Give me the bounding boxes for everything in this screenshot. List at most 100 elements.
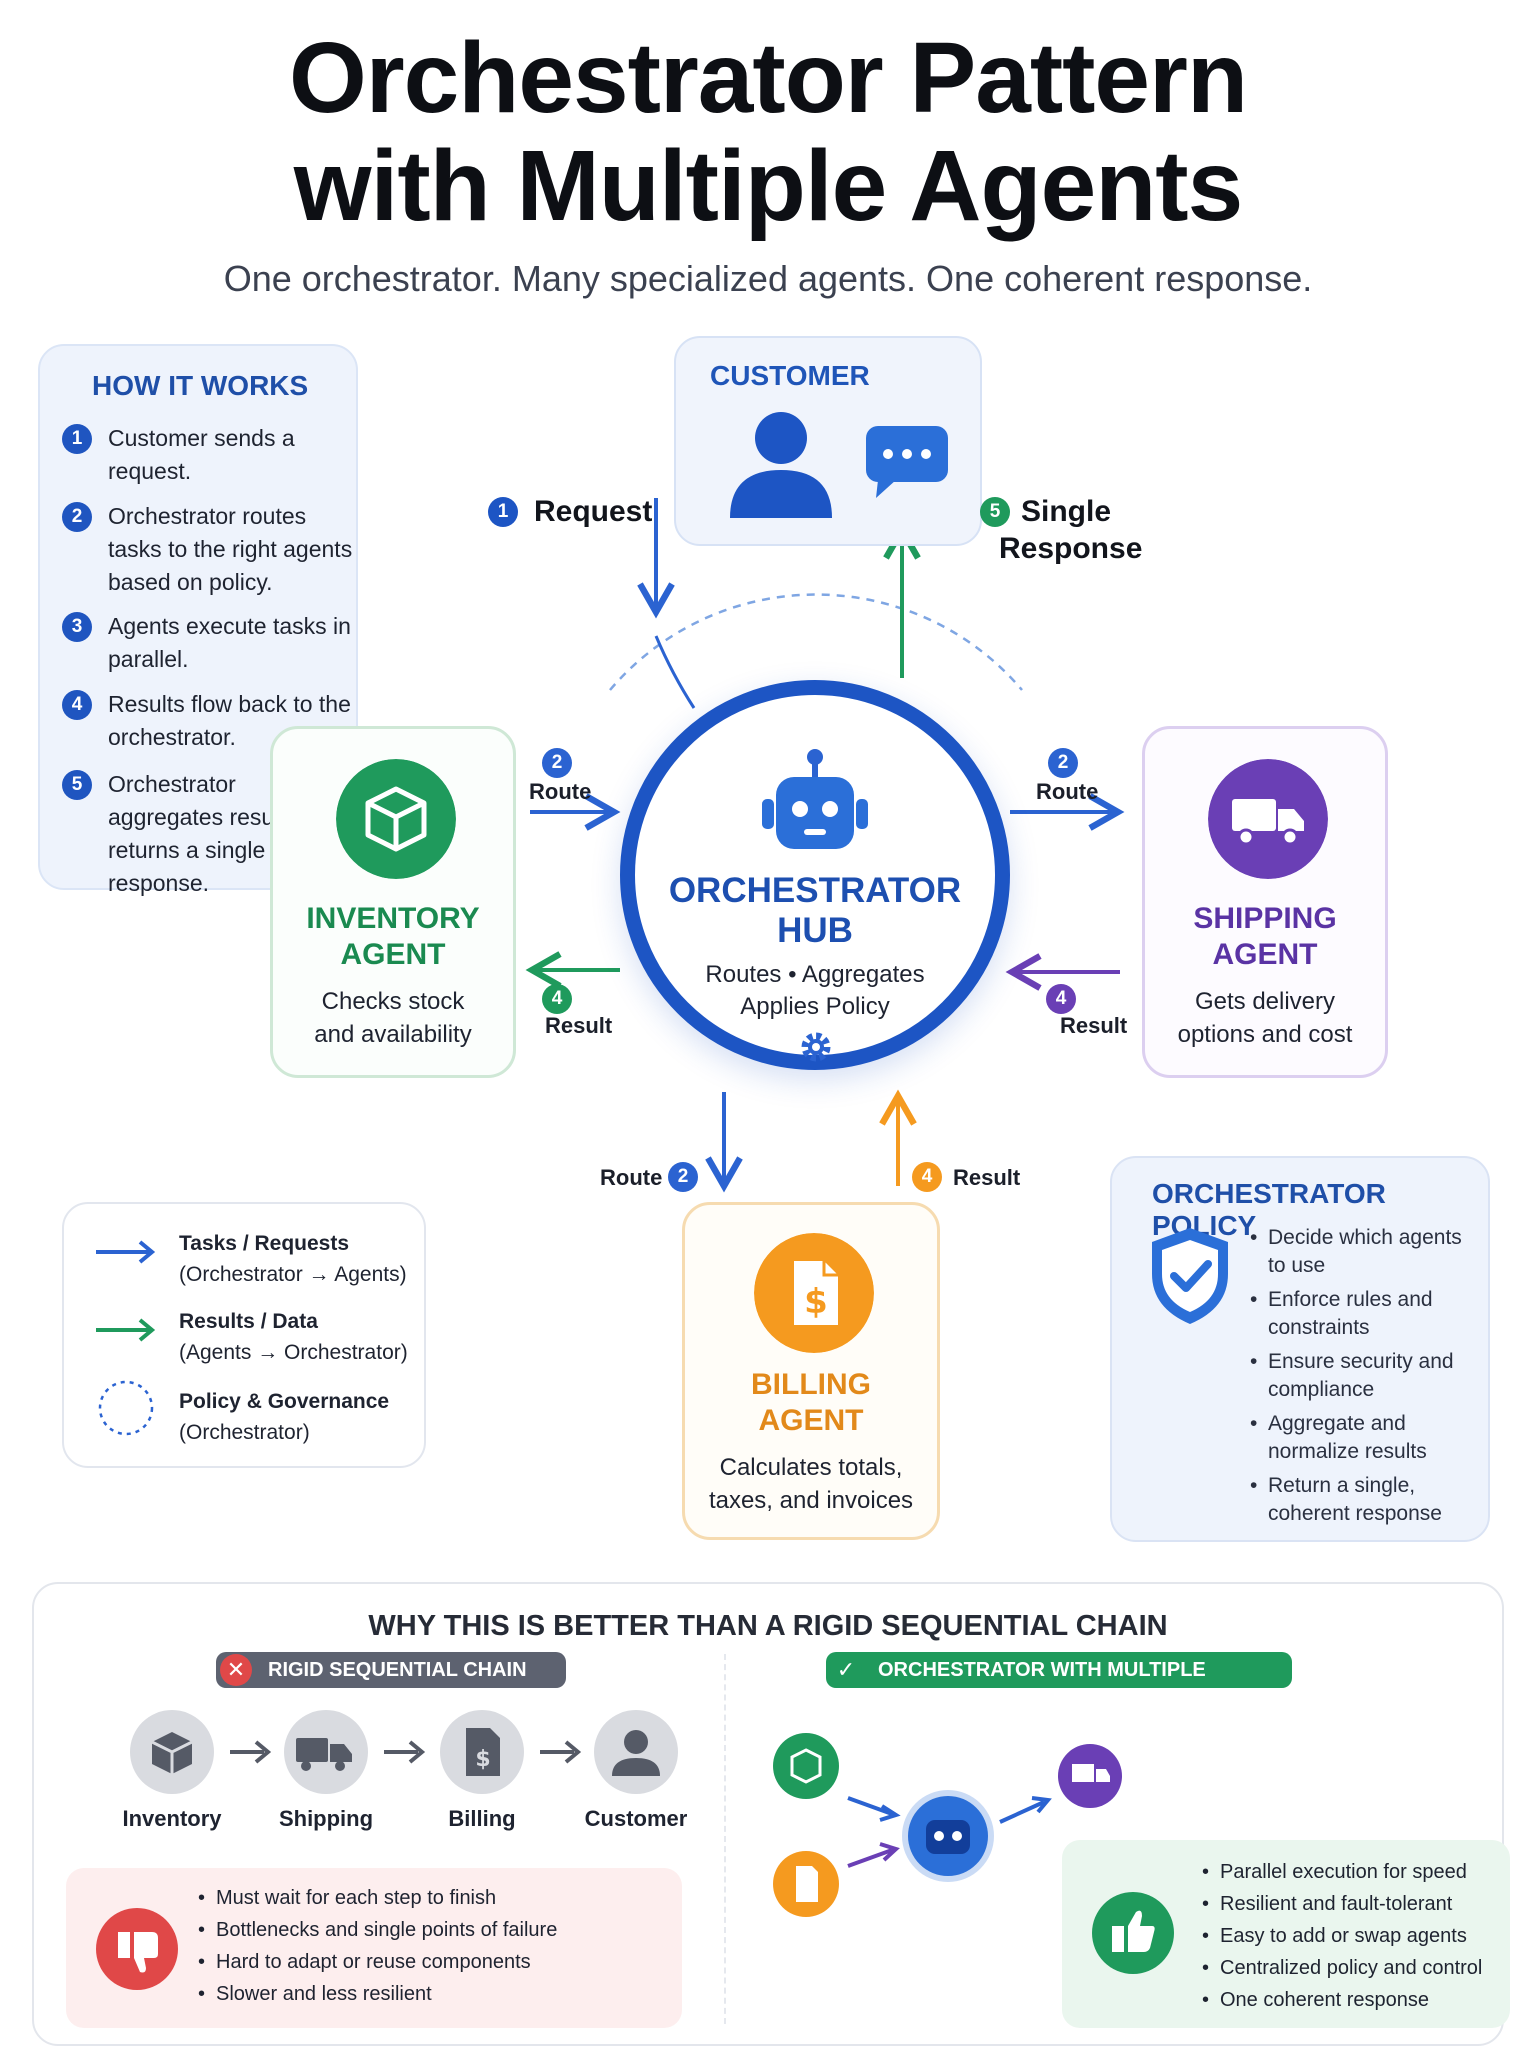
truck-icon	[1208, 759, 1328, 879]
orchestrated-pro-item: Centralized policy and control	[1202, 1952, 1482, 1984]
inventory-agent-desc-line-1: Checks stock	[321, 988, 465, 1015]
rigid-chain-pill: ✕ RIGID SEQUENTIAL CHAIN	[216, 1652, 566, 1688]
thumbs-up-icon	[1092, 1892, 1174, 1974]
request-label: Request	[534, 495, 653, 528]
route-label-inventory: Route	[529, 779, 592, 804]
rigid-cons-list: Must wait for each step to finish Bottle…	[198, 1882, 557, 2010]
orchestrated-diagram	[773, 1733, 1122, 1917]
route-label-shipping: Route	[1036, 779, 1099, 804]
billing-agent-desc-line-2: taxes, and invoices	[708, 1487, 914, 1514]
result-badge-billing: 4	[912, 1162, 942, 1192]
step-text: Results flow back to the orchestrator.	[108, 691, 351, 750]
legend-item-sub: (Agents → Orchestrator)	[179, 1341, 408, 1364]
page-subtitle: One orchestrator. Many specialized agent…	[223, 258, 1313, 299]
customer-card: CUSTOMER	[674, 336, 982, 546]
rigid-inventory-icon	[130, 1710, 214, 1794]
shipping-agent-desc-line-1: Gets delivery	[1194, 988, 1336, 1015]
orchestrated-pill: ✓ ORCHESTRATOR WITH MULTIPLE AGENTS	[826, 1652, 1292, 1717]
orchestrated-pro-item: One coherent response	[1202, 1984, 1482, 2016]
request-curve	[654, 635, 696, 709]
rigid-arrow-icon	[384, 1740, 426, 1764]
box-icon	[336, 759, 456, 879]
robot-icon	[762, 749, 868, 849]
rigid-arrow-icon	[230, 1740, 272, 1764]
customer-title: CUSTOMER	[710, 360, 870, 391]
hub-title: ORCHESTRATOR HUB	[635, 871, 995, 951]
orchestrated-pros-panel: Parallel execution for speed Resilient a…	[1062, 1840, 1510, 2028]
rigid-step-label: Shipping	[278, 1806, 374, 1831]
policy-item: Enforce rules and constraints	[1250, 1286, 1478, 1342]
shipping-agent-name-line-1: SHIPPING	[1193, 902, 1337, 935]
orchestrated-pro-item: Parallel execution for speed	[1202, 1856, 1482, 1888]
policy-item: Ensure security and compliance	[1250, 1348, 1478, 1404]
route-badge-shipping: 2	[1048, 748, 1078, 778]
billing-agent-name-line-1: BILLING	[751, 1368, 871, 1401]
rigid-step-label: Customer	[584, 1806, 688, 1831]
rigid-step-label: Billing	[448, 1806, 516, 1831]
mini-inventory-icon	[773, 1733, 839, 1799]
policy-dashed-arc	[609, 593, 1023, 691]
rigid-con-item: Must wait for each step to finish	[198, 1882, 557, 1914]
legend-blue-arrow-icon	[96, 1240, 156, 1264]
step-text: Agents execute tasks in parallel.	[108, 613, 351, 672]
shipping-agent-card: SHIPPING AGENT Gets delivery options and…	[1142, 726, 1388, 1078]
legend-item-results: Results / Data (Agents → Orchestrator)	[179, 1306, 408, 1368]
response-label-line-1: Single	[1021, 495, 1112, 528]
orchestrated-pro-item: Easy to add or swap agents	[1202, 1920, 1482, 1952]
policy-item: Decide which agents to use	[1250, 1224, 1478, 1280]
shipping-agent-desc-line-2: options and cost	[1177, 1021, 1353, 1048]
policy-title: ORCHESTRATOR POLICY	[1152, 1178, 1386, 1241]
invoice-icon: $	[754, 1233, 874, 1353]
inventory-agent-name-line-1: INVENTORY	[306, 902, 480, 935]
legend-green-arrow-icon	[96, 1318, 156, 1342]
billing-agent-name-line-2: AGENT	[758, 1404, 864, 1437]
legend-item-policy: Policy & Governance (Orchestrator)	[179, 1386, 389, 1448]
rigid-chain-label: RIGID SEQUENTIAL CHAIN	[268, 1659, 527, 1681]
route-label-billing: Route	[600, 1165, 663, 1190]
rigid-con-item: Bottlenecks and single points of failure	[198, 1914, 557, 1946]
inventory-agent-card: INVENTORY AGENT Checks stock and availab…	[270, 726, 516, 1078]
legend-item-sub: (Orchestrator)	[179, 1421, 310, 1444]
chat-bubble-icon	[866, 426, 948, 498]
step-number: 2	[62, 502, 92, 532]
result-label-billing: Result	[953, 1165, 1021, 1190]
step-number: 1	[62, 424, 92, 454]
hub-subtitle-line-1: Routes • Aggregates	[705, 961, 925, 988]
legend-item-title: Policy & Governance	[179, 1390, 390, 1413]
page-title: Orchestrator Pattern with Multiple Agent…	[0, 24, 1536, 240]
route-badge-billing: 2	[668, 1162, 698, 1192]
legend-item-title: Results / Data	[179, 1310, 318, 1333]
result-badge-shipping: 4	[1046, 984, 1076, 1014]
legend-symbols	[96, 1240, 156, 1436]
check-icon: ✓	[830, 1654, 862, 1686]
title-line-1: Orchestrator Pattern	[288, 22, 1248, 134]
result-label-shipping: Result	[1060, 1013, 1128, 1038]
policy-item: Return a single, coherent response	[1250, 1472, 1478, 1528]
legend-item-tasks: Tasks / Requests (Orchestrator → Agents)	[179, 1228, 407, 1290]
response-step-badge: 5	[980, 497, 1010, 527]
svg-text:$: $	[475, 1747, 490, 1772]
orchestrated-pros-list: Parallel execution for speed Resilient a…	[1202, 1856, 1482, 2016]
legend-item-sub: (Orchestrator → Agents)	[179, 1263, 407, 1286]
step-number: 3	[62, 612, 92, 642]
inventory-agent-desc-line-2: and availability	[314, 1021, 472, 1048]
orchestrated-pro-item: Resilient and fault-tolerant	[1202, 1888, 1482, 1920]
rigid-arrow-icon	[540, 1740, 582, 1764]
rigid-billing-icon: $	[440, 1710, 524, 1794]
inventory-agent-name-line-2: AGENT	[340, 938, 446, 971]
svg-text:$: $	[804, 1282, 828, 1322]
step-number: 4	[62, 690, 92, 720]
comparison-title: WHY THIS IS BETTER THAN A RIGID SEQUENTI…	[368, 1610, 1168, 1642]
shipping-agent-name-line-2: AGENT	[1212, 938, 1318, 971]
rigid-shipping-icon	[284, 1710, 368, 1794]
hub-subtitle: Routes • Aggregates Applies Policy	[635, 959, 995, 1023]
hub-subtitle-line-2: Applies Policy	[740, 993, 890, 1020]
result-label-inventory: Result	[545, 1013, 613, 1038]
step-text: Customer sends a request.	[108, 425, 295, 484]
rigid-chain-diagram: $	[130, 1710, 678, 1794]
gear-icon	[801, 1032, 831, 1062]
orchestrated-label: ORCHESTRATOR WITH MULTIPLE AGENTS	[878, 1659, 1206, 1717]
mini-arrows	[847, 1796, 1052, 1868]
legend-item-title: Tasks / Requests	[179, 1232, 350, 1255]
